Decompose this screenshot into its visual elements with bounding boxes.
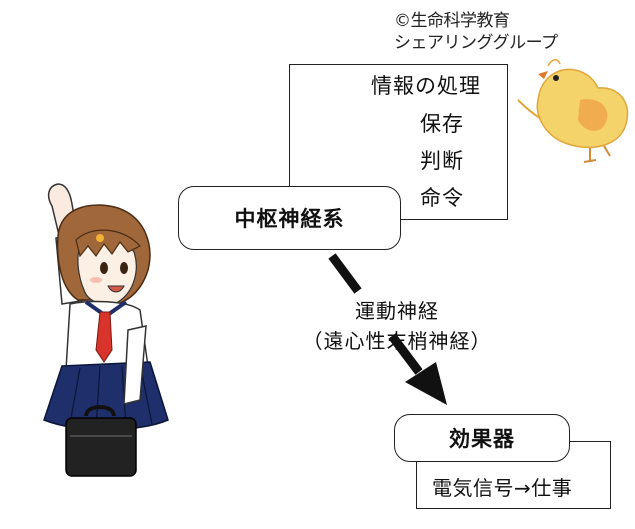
student-girl-pointing-illustration [43,183,169,477]
downward-arrow-icon [328,253,447,405]
central-nervous-system-box: 中枢神経系 [178,186,401,250]
central-nervous-system-label: 中枢神経系 [234,207,345,231]
info-item-command: 命令 [420,186,464,210]
motor-nerve-name: 運動神経 [355,299,439,323]
effector-box: 効果器 [394,414,570,462]
copyright-notice: ©生命科学教育 シェアリンググループ [394,11,558,53]
chick-illustration [517,59,629,163]
info-item-judgment: 判断 [420,149,464,173]
info-processing-title: 情報の処理 [371,74,481,98]
motor-nerve-label: 運動神経 （遠心性末梢神経） [292,296,502,356]
info-item-storage: 保存 [420,112,464,136]
effector-label: 効果器 [449,427,515,451]
work-output-label: 電気信号→仕事 [432,476,573,500]
motor-nerve-description: （遠心性末梢神経） [302,329,492,353]
